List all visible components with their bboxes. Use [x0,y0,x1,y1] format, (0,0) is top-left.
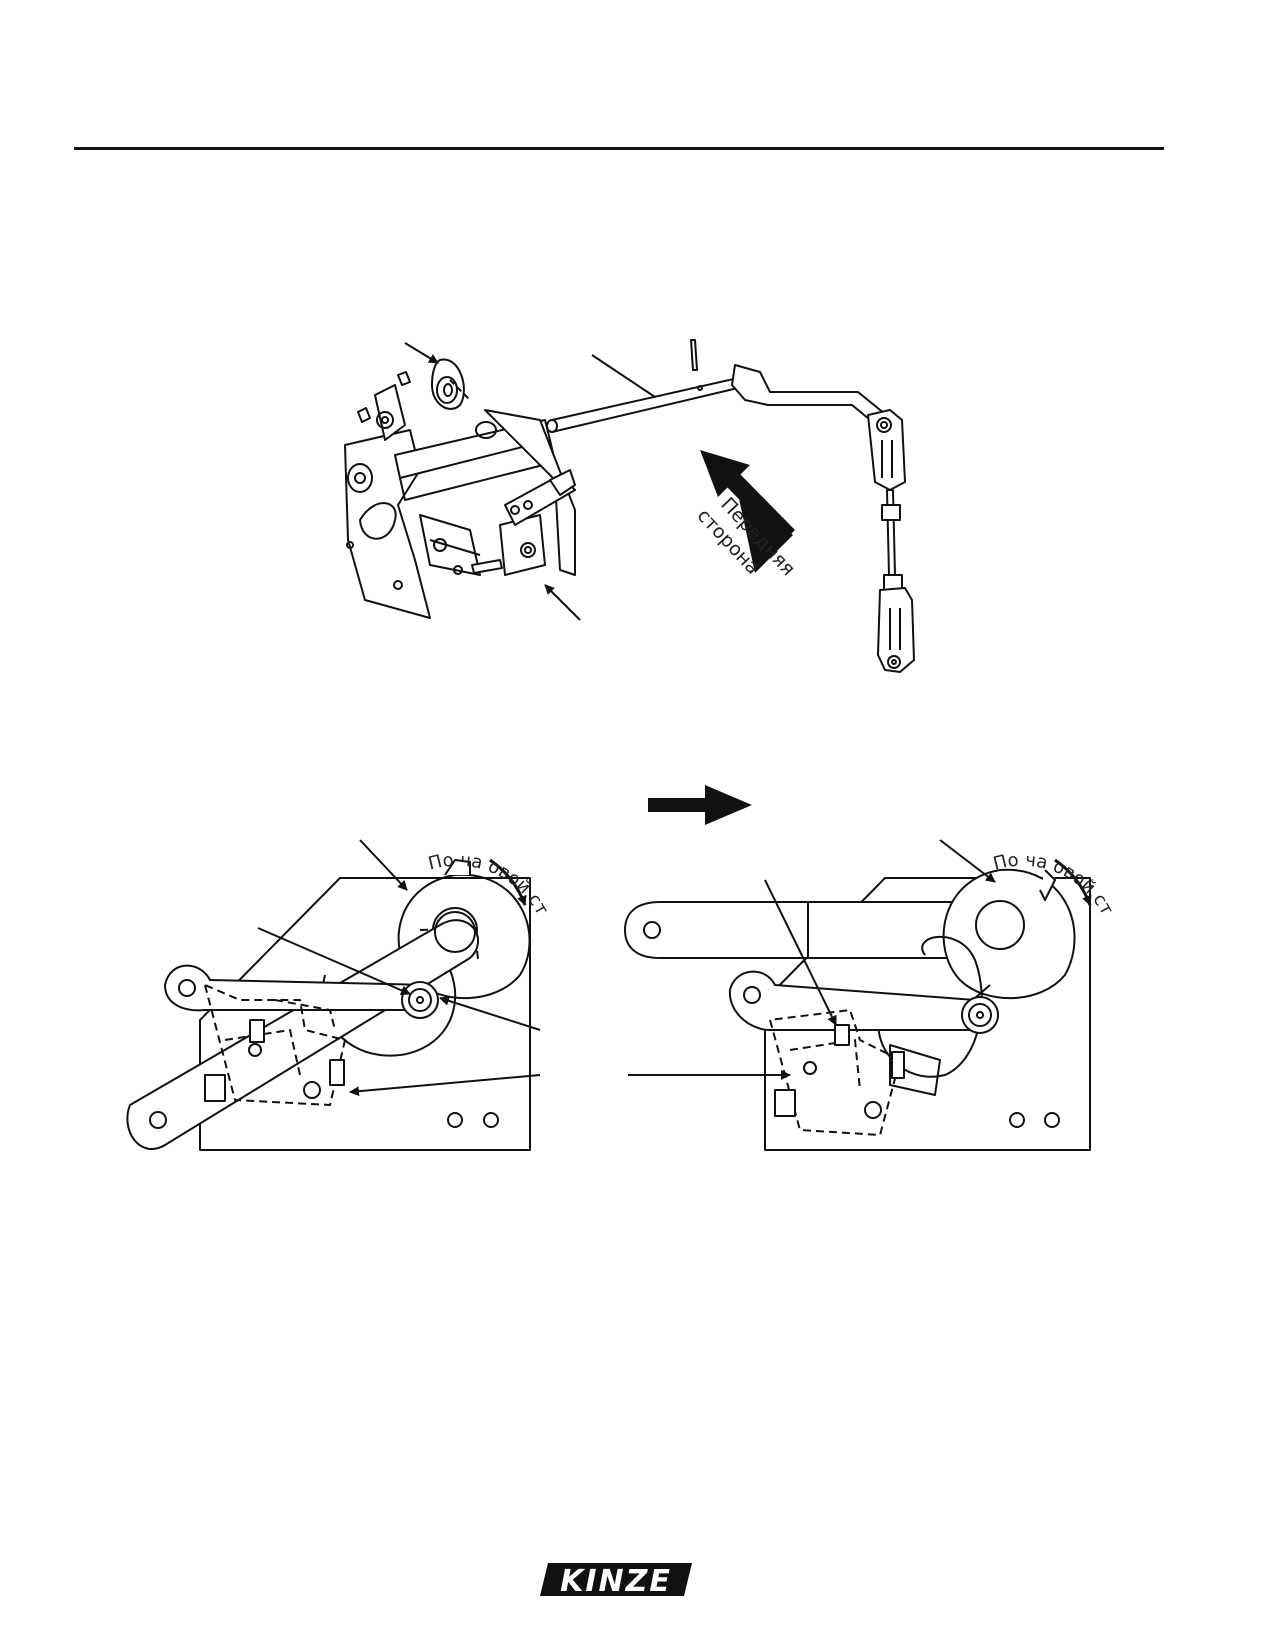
right-rotation-arrow [1054,858,1092,906]
right-leader-lines [628,839,996,1080]
kinze-logo-text: KINZE [560,1564,672,1599]
top-assembly-diagram [344,339,915,673]
right-side-view-diagram [624,868,1091,1151]
kinze-logo: KINZE [540,1563,692,1599]
header-rule [74,147,1164,150]
left-rotation-arrow [489,858,527,906]
top-leader-lines [404,342,656,621]
right-clockwise-label: По ча овой стрелке [0,0,1117,919]
front-direction-arrow [700,450,795,573]
left-leader-lines [257,839,541,1097]
left-side-view-diagram [126,859,531,1151]
transition-arrow [648,785,752,825]
